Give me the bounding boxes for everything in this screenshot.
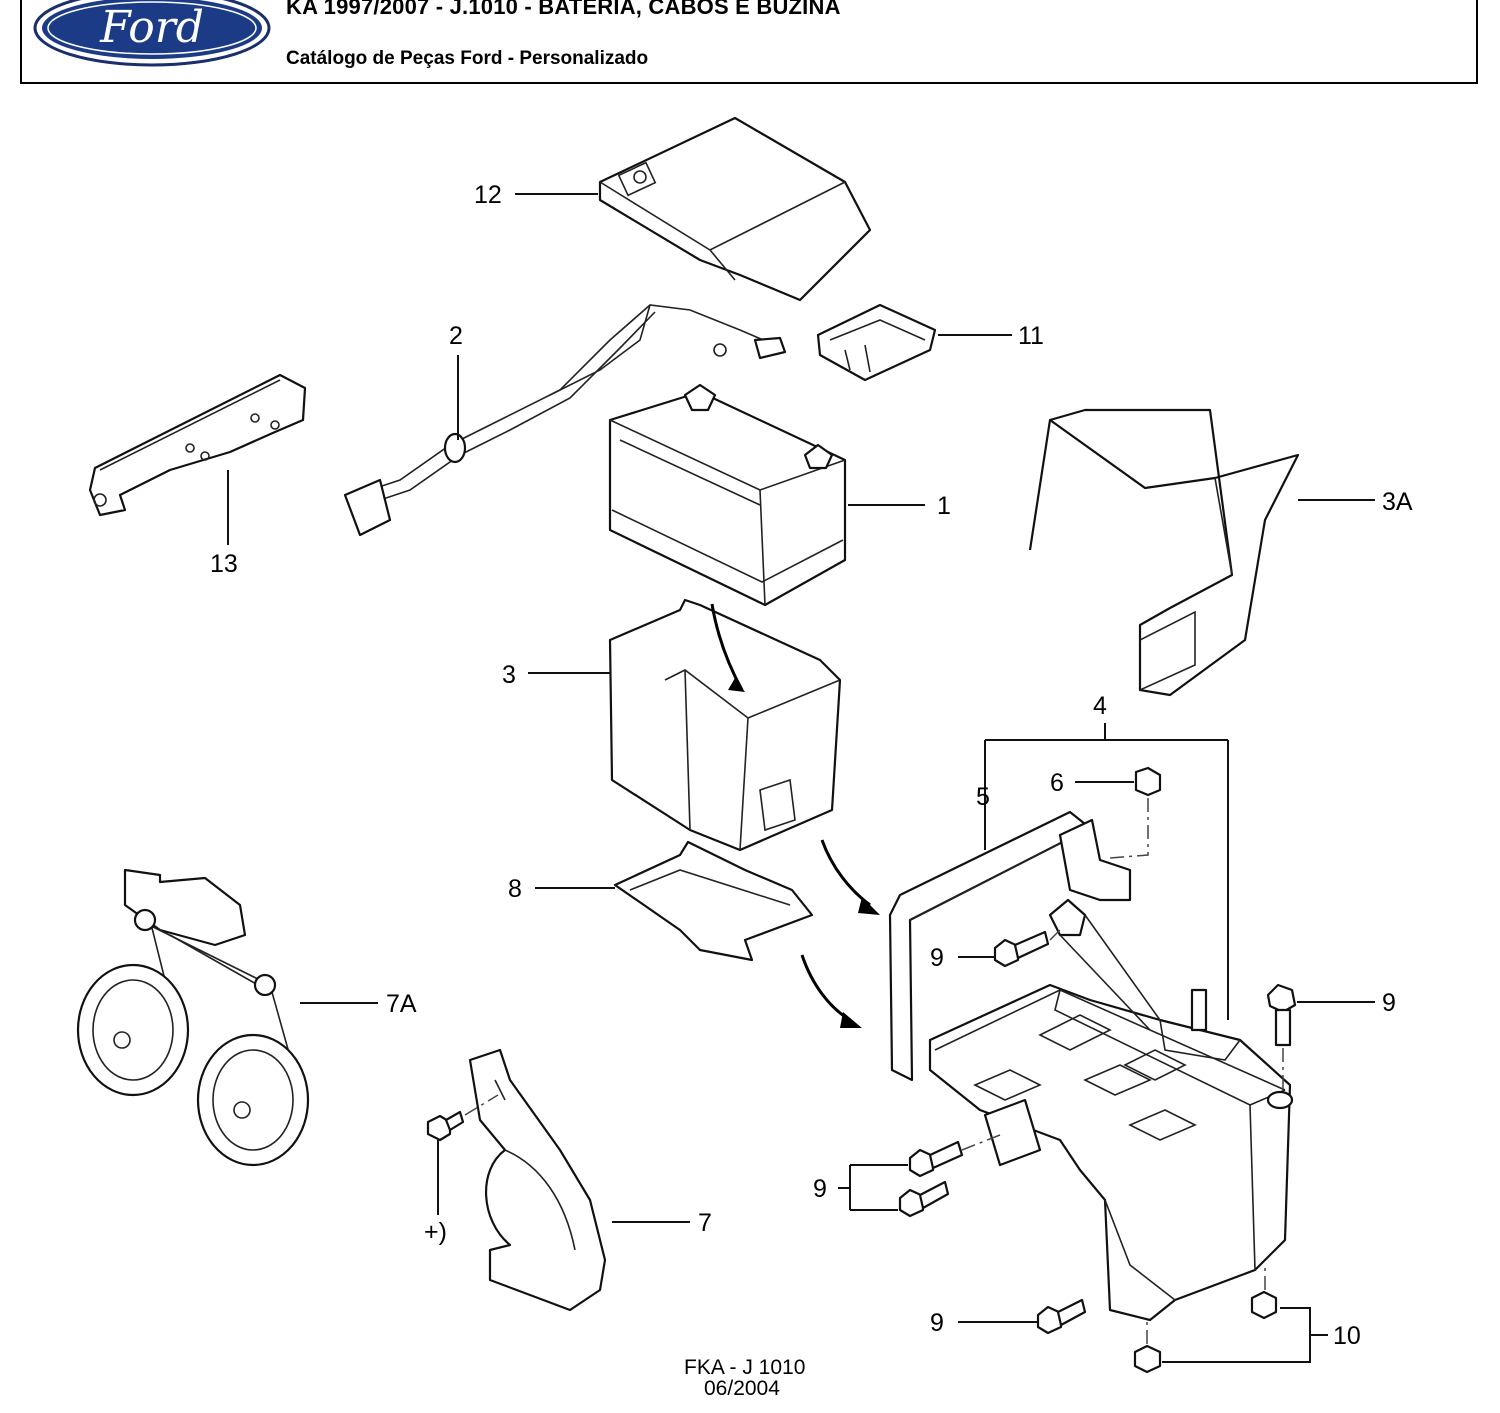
callout-4: 4: [1093, 692, 1107, 720]
callout-7a: 7A: [386, 990, 417, 1018]
part-6-nut: [1109, 766, 1162, 859]
callout-note-plus: +): [424, 1218, 447, 1246]
drawing-reference: FKA - J 1010 06/2004: [684, 1356, 805, 1400]
ford-logo-text: Ford: [99, 2, 204, 53]
part-10-nuts: [1133, 1265, 1278, 1374]
part-3a-heat-shield: [1028, 408, 1300, 697]
callout-5: 5: [976, 783, 990, 811]
part-3-battery-tray: [608, 598, 842, 852]
callout-2: 2: [449, 322, 463, 350]
part-1-battery: [608, 383, 847, 607]
callout-13: 13: [210, 550, 238, 578]
part-13-bracket: [88, 373, 307, 517]
part-7-horn: [426, 1048, 607, 1312]
callout-1: 1: [937, 492, 951, 520]
callout-9-right: 9: [1382, 989, 1396, 1017]
leader-lines: [227, 193, 1375, 1363]
page-title: KA 1997/2007 - J.1010 - BATERIA, CABOS E…: [286, 0, 841, 19]
callout-9-left-upper: 9: [930, 944, 944, 972]
part-7a-twin-horns: [76, 868, 310, 1167]
callout-10: 10: [1333, 1322, 1361, 1350]
callout-8: 8: [508, 875, 522, 903]
page-header: Ford KA 1997/2007 - J.1010 - BATERIA, CA…: [20, 0, 1478, 84]
callout-9-left-pair: 9: [813, 1175, 827, 1203]
part-12-battery-cover: [598, 116, 872, 302]
callout-labels: 1 2 3 3A 4 5 6 7 7A 8 9 9 9 9 10 11 12 1…: [210, 181, 1413, 1350]
page-subtitle: Catálogo de Peças Ford - Personalizado: [286, 48, 649, 69]
ford-logo: Ford: [33, 0, 271, 67]
callout-3: 3: [502, 661, 516, 689]
part-8-tray-pad: [613, 840, 814, 962]
part-9-bolts: [898, 929, 1297, 1335]
callout-9-bottom: 9: [930, 1309, 944, 1337]
part-4-battery-support: [888, 810, 1294, 1322]
part-11-terminal-clip: [816, 303, 937, 382]
part-2-battery-cable: [343, 304, 787, 537]
callout-12: 12: [474, 181, 502, 209]
callout-3a: 3A: [1382, 488, 1413, 516]
callout-7: 7: [698, 1209, 712, 1237]
callout-11: 11: [1018, 322, 1044, 350]
callout-6: 6: [1050, 769, 1064, 797]
drawing-code: FKA - J 1010: [684, 1356, 805, 1379]
assembly-arrows: [800, 839, 880, 1028]
drawing-date: 06/2004: [704, 1377, 780, 1400]
